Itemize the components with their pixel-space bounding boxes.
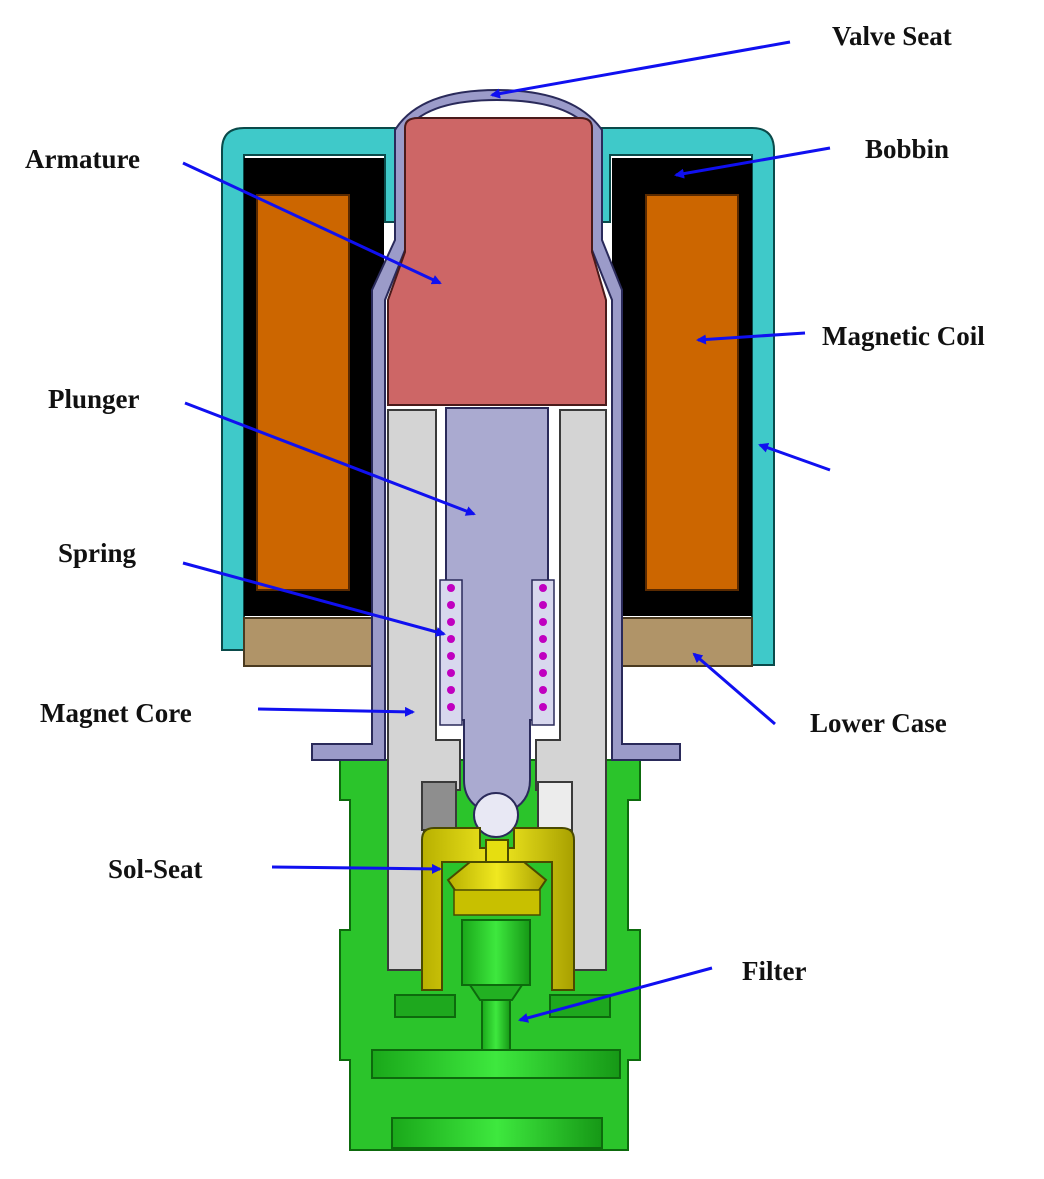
armature xyxy=(387,117,607,406)
filter-arrow xyxy=(518,966,713,1023)
sol-seat xyxy=(421,827,575,991)
magnet-core-arrow xyxy=(257,706,415,717)
label-filter: Filter xyxy=(742,956,806,986)
plunger-arrow xyxy=(184,401,476,516)
bobbin-arrow xyxy=(674,146,831,179)
callout-labels: Valve Seat Bobbin Armature Magnetic Coil… xyxy=(25,21,985,986)
label-magnetic-coil: Magnetic Coil xyxy=(822,321,985,351)
lower-case-arrow xyxy=(692,652,776,726)
sol-seat-arrow xyxy=(271,863,442,874)
magnetic-coil-arrow xyxy=(696,331,806,345)
lower-case xyxy=(243,617,753,667)
magnet-core xyxy=(387,409,607,971)
label-magnet-core: Magnet Core xyxy=(40,698,192,728)
label-plunger: Plunger xyxy=(48,384,140,414)
valve-sleeve xyxy=(311,88,681,761)
outer-case xyxy=(221,127,775,666)
spring-arrow xyxy=(182,561,446,637)
label-bobbin: Bobbin xyxy=(865,134,949,164)
outer-case-arrow xyxy=(758,442,831,472)
callout-arrows xyxy=(182,40,831,1023)
magnetic-coil xyxy=(256,194,739,591)
valve-seat-arrow xyxy=(490,40,791,99)
armature-arrow xyxy=(182,161,442,285)
label-lower-case: Lower Case xyxy=(810,708,947,738)
label-sol-seat: Sol-Seat xyxy=(108,854,203,884)
label-valve-seat: Valve Seat xyxy=(832,21,952,51)
label-spring: Spring xyxy=(58,538,137,568)
spring xyxy=(439,579,555,726)
label-armature: Armature xyxy=(25,144,140,174)
